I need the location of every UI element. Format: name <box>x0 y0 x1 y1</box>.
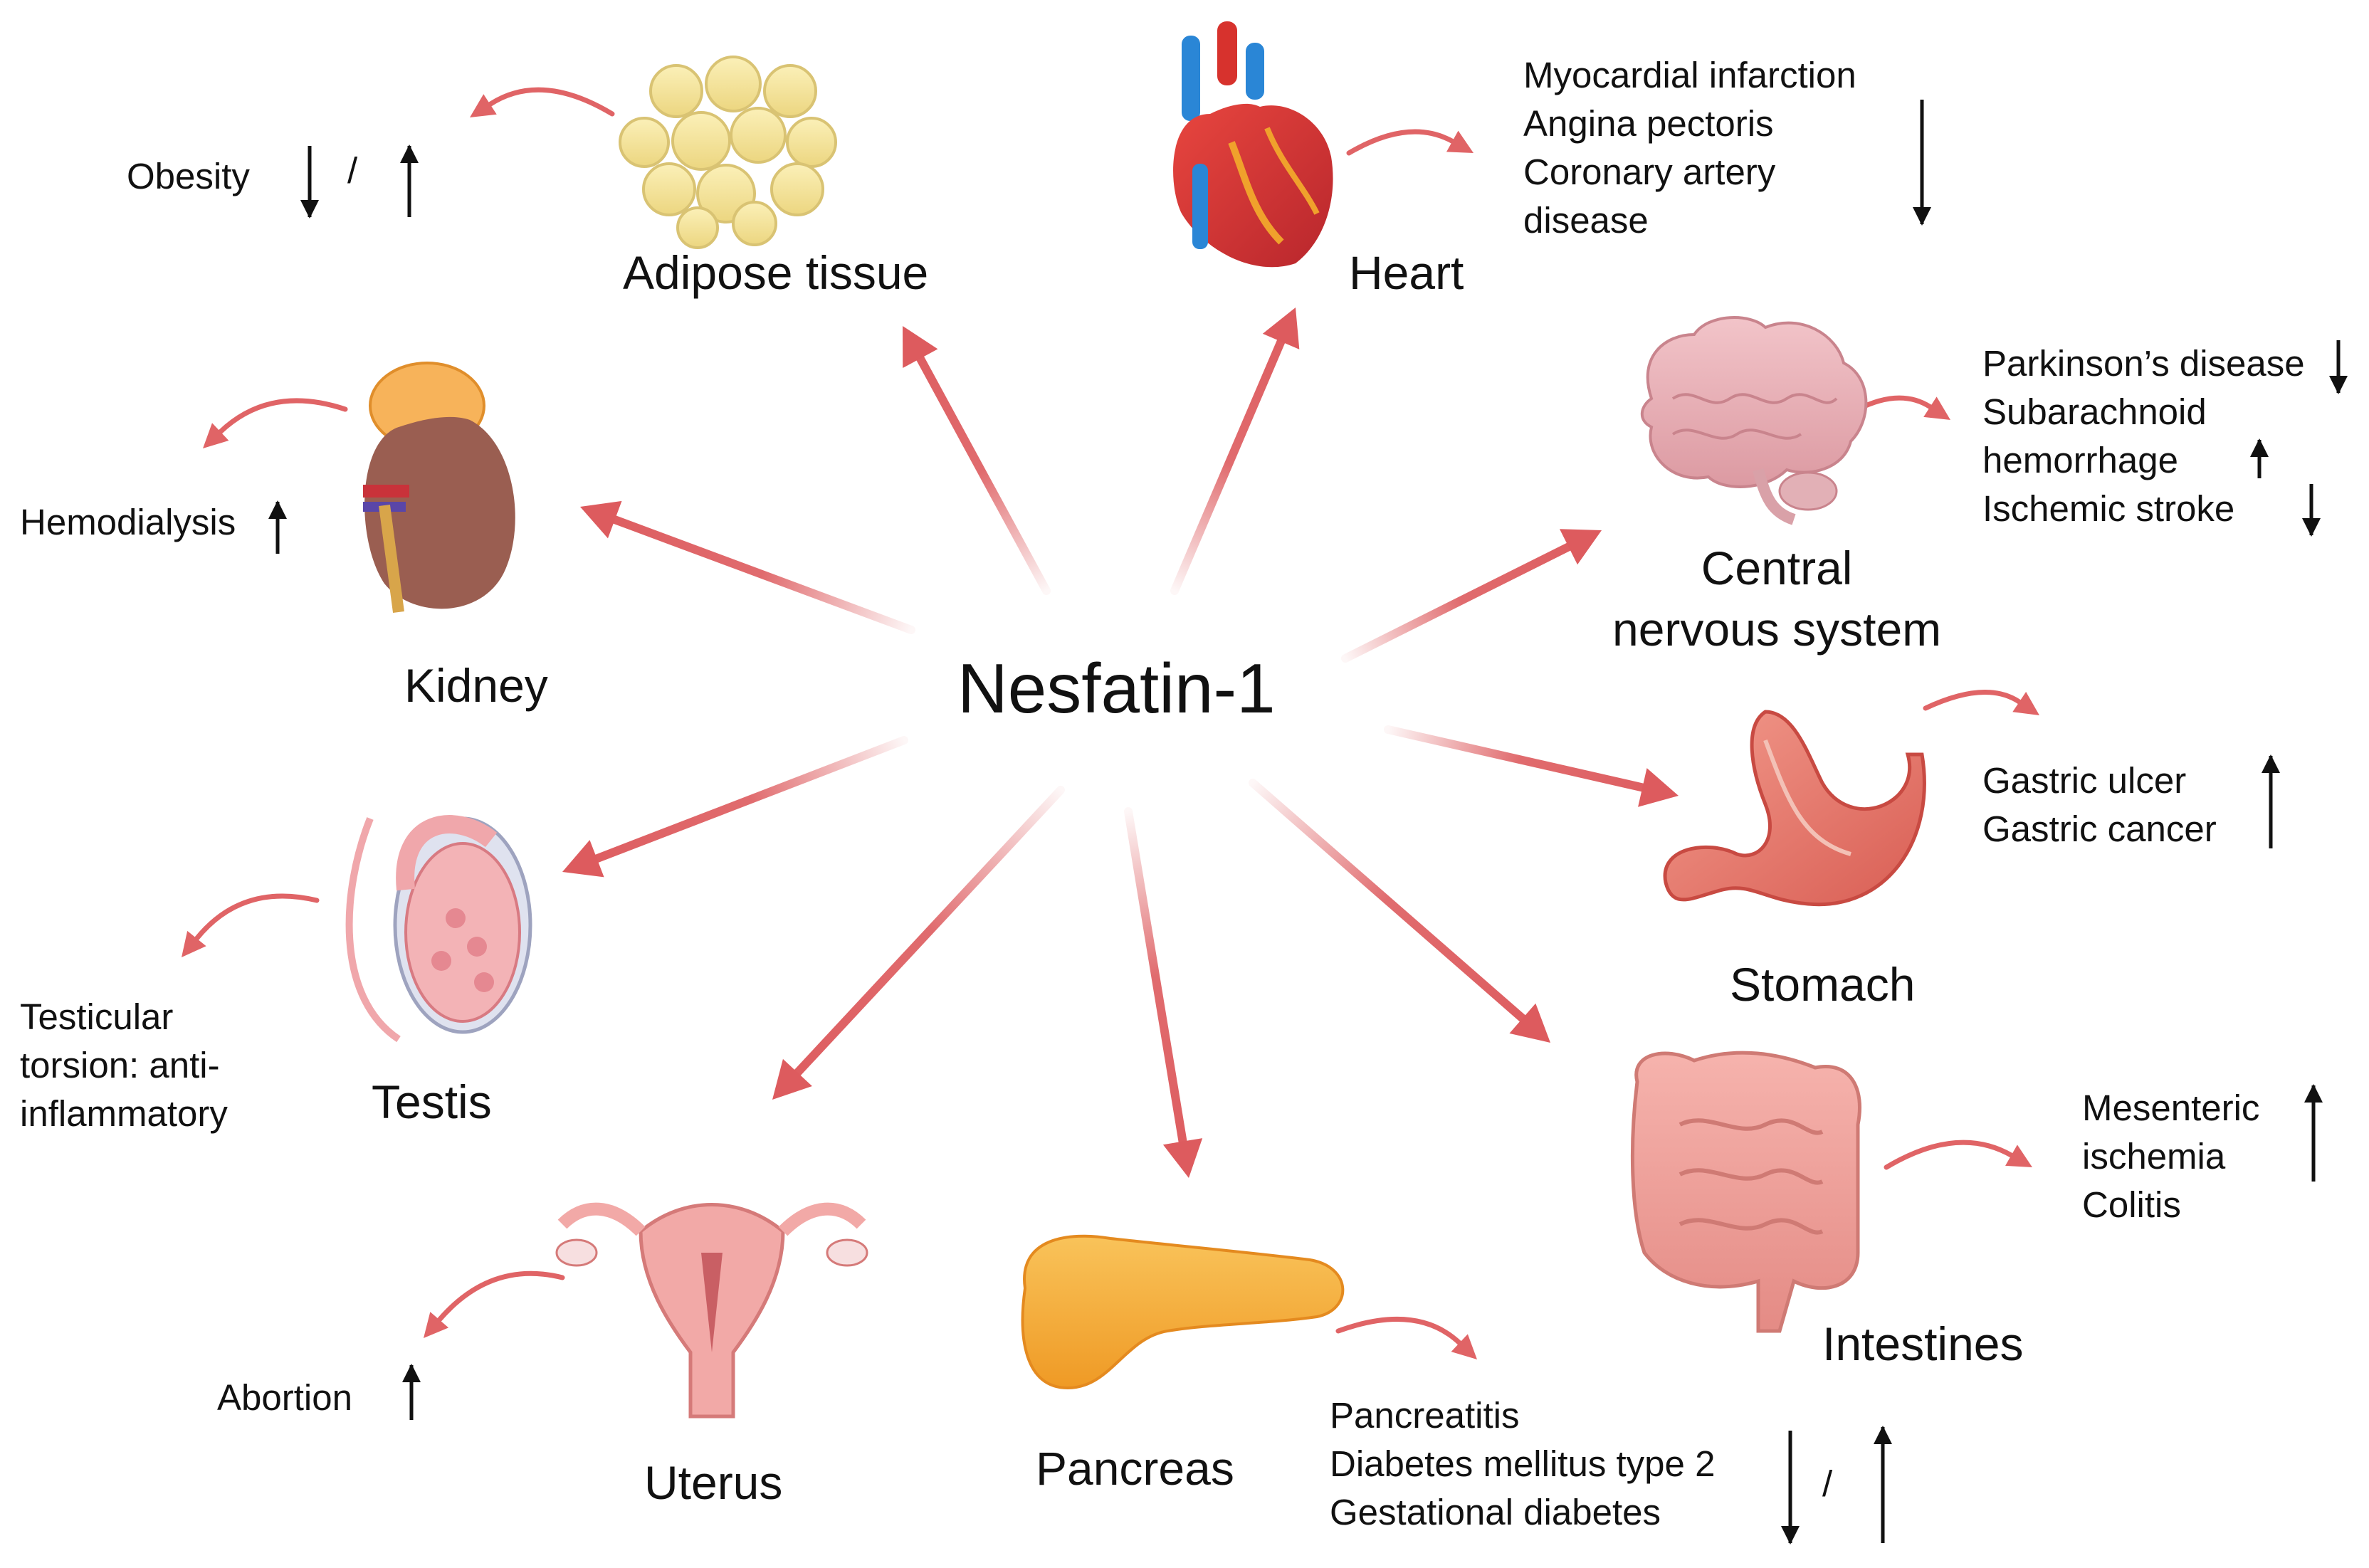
organ-label-heart: Heart <box>1349 246 1464 299</box>
curve-cns <box>1855 395 1950 420</box>
organ-label-kidney: Kidney <box>404 659 548 712</box>
uterus-icon <box>555 1202 868 1419</box>
slash-adipose: / <box>347 150 358 191</box>
stomach-disease-list: Gastric ulcer Gastric cancer <box>1982 757 2217 853</box>
arrow-to-heart <box>1170 307 1300 595</box>
indicator-obesity-up <box>400 144 419 217</box>
curve-heart <box>1346 129 1474 156</box>
intestines-disease-list: Mesenteric ischemia Colitis <box>2082 1084 2259 1229</box>
intestines-icon <box>1630 1051 1861 1333</box>
curve-pancreas <box>1335 1316 1477 1359</box>
organ-label-pancreas: Pancreas <box>1036 1442 1234 1495</box>
disease-obesity: Obesity <box>127 156 250 196</box>
indicator-intestines-up <box>2304 1084 2323 1182</box>
organ-label-cns: Central nervous system <box>1612 537 1941 660</box>
testis-icon <box>345 815 532 1043</box>
disease-myocardial-infarction: Myocardial infarction <box>1523 55 1856 95</box>
radial-arrows <box>562 307 1679 1178</box>
arrow-to-stomach <box>1384 725 1679 807</box>
disease-hemodialysis: Hemodialysis <box>20 502 236 542</box>
curve-kidney <box>203 398 348 448</box>
curve-stomach <box>1923 690 2039 715</box>
arrow-to-cns <box>1341 529 1602 663</box>
disease-gastric-ulcer: Gastric ulcer <box>1982 760 2187 801</box>
disease-torsion: torsion: anti- <box>20 1045 220 1085</box>
arrow-to-pancreas <box>1124 807 1203 1178</box>
pancreas-icon <box>1021 1234 1345 1390</box>
disease-hemorrhage: hemorrhage <box>1982 440 2178 480</box>
cns-label-line-1: Central <box>1701 542 1853 594</box>
organ-label-stomach: Stomach <box>1730 958 1916 1011</box>
curve-uterus <box>424 1270 565 1338</box>
indicator-obesity-down <box>300 146 319 219</box>
indicator-parkinsons-down <box>2329 340 2348 394</box>
fat-cells-icon <box>619 56 837 249</box>
slash-pancreas: / <box>1822 1463 1833 1504</box>
disease-mesenteric: Mesenteric <box>2082 1088 2260 1128</box>
organ-label-adipose: Adipose tissue <box>623 246 929 299</box>
disease-colitis: Colitis <box>2082 1184 2181 1225</box>
indicator-arrows <box>268 100 2348 1545</box>
disease-inflammatory: inflammatory <box>20 1093 228 1134</box>
organ-label-uterus: Uterus <box>644 1456 783 1509</box>
arrow-to-testis <box>562 736 908 878</box>
stomach-icon <box>1663 710 1926 907</box>
curve-adipose <box>470 87 615 117</box>
cns-disease-list: Parkinson’s disease Subarachnoid hemorrh… <box>1982 340 2305 533</box>
indicator-hemodialysis-up <box>268 500 287 554</box>
arrow-to-kidney <box>580 500 915 634</box>
curve-intestines <box>1884 1140 2032 1170</box>
disease-parkinsons: Parkinson’s disease <box>1982 343 2305 384</box>
heart-icon <box>1173 21 1333 268</box>
indicator-abortion-up <box>402 1364 421 1420</box>
disease-angina: Angina pectoris <box>1523 103 1774 144</box>
cns-label-line-2: nervous system <box>1612 603 1942 656</box>
indicator-gastric-up <box>2262 754 2280 848</box>
disease-ischemia: ischemia <box>2082 1136 2226 1177</box>
disease-abortion: Abortion <box>217 1377 352 1418</box>
center-label: Nesfatin-1 <box>957 649 1276 727</box>
disease-coronary-2: disease <box>1523 200 1649 241</box>
disease-gestational-diabetes: Gestational diabetes <box>1330 1492 1661 1532</box>
arrow-to-uterus <box>772 786 1065 1100</box>
kidney-icon <box>363 362 515 614</box>
indicator-pancreas-up <box>1874 1426 1892 1543</box>
heart-disease-list: Myocardial infarction Angina pectoris Co… <box>1523 51 1856 245</box>
disease-diabetes-type2: Diabetes mellitus type 2 <box>1330 1443 1716 1484</box>
arrow-to-intestines <box>1249 779 1550 1043</box>
disease-testicular: Testicular <box>20 996 174 1037</box>
disease-subarachnoid: Subarachnoid <box>1982 391 2207 432</box>
indicator-hemorrhage-up <box>2250 438 2269 478</box>
organ-label-testis: Testis <box>372 1075 492 1128</box>
disease-ischemic-stroke: Ischemic stroke <box>1982 488 2235 529</box>
curve-testis <box>182 893 320 957</box>
indicator-pancreas-down <box>1781 1431 1800 1545</box>
disease-gastric-cancer: Gastric cancer <box>1982 809 2217 849</box>
brain-icon <box>1640 316 1868 525</box>
indicator-heart-down <box>1913 100 1931 226</box>
disease-coronary: Coronary artery <box>1523 152 1776 192</box>
testis-disease-list: Testicular torsion: anti- inflammatory <box>20 993 228 1138</box>
disease-pancreatitis: Pancreatitis <box>1330 1395 1520 1436</box>
organ-label-intestines: Intestines <box>1822 1317 2024 1370</box>
arrow-to-adipose <box>903 326 1051 595</box>
pancreas-disease-list: Pancreatitis Diabetes mellitus type 2 Ge… <box>1330 1391 1715 1537</box>
indicator-stroke-down <box>2302 484 2321 537</box>
